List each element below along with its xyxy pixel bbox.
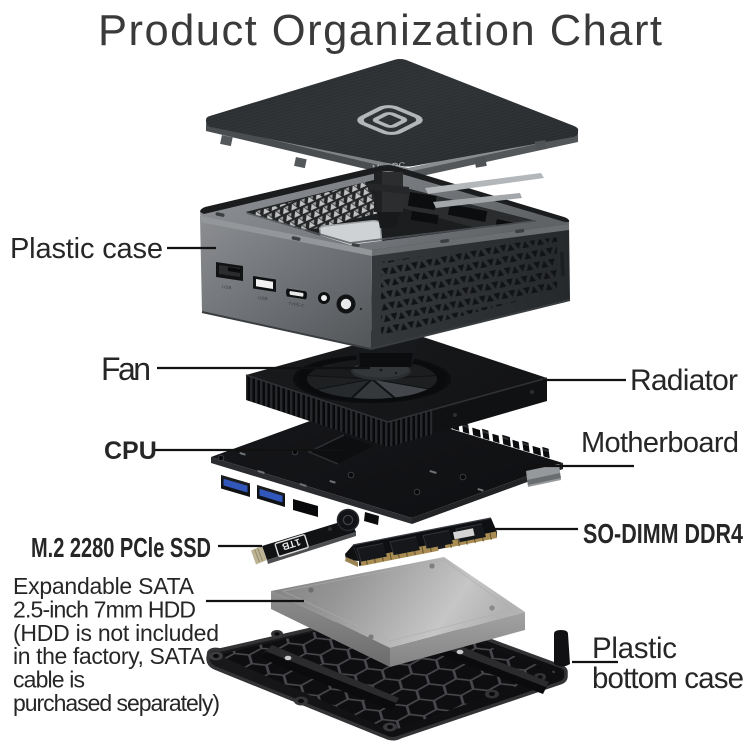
svg-text:SO-DIMM DDR4: SO-DIMM DDR4	[583, 518, 743, 549]
svg-text:2.5-inch 7mm HDD: 2.5-inch 7mm HDD	[13, 596, 196, 622]
svg-text:M.2 2280 PCle SSD: M.2 2280 PCle SSD	[31, 532, 211, 563]
svg-text:cable is: cable is	[13, 667, 85, 693]
svg-text:(HDD is not included: (HDD is not included	[13, 620, 219, 646]
svg-text:Plastic: Plastic	[592, 632, 677, 665]
svg-text:Motherboard: Motherboard	[581, 427, 739, 459]
svg-text:bottom case: bottom case	[592, 662, 744, 695]
svg-text:Expandable SATA: Expandable SATA	[13, 573, 195, 599]
svg-text:1TB: 1TB	[280, 536, 301, 552]
svg-text:Product Organization Chart: Product Organization Chart	[98, 7, 662, 55]
svg-text:Plastic case: Plastic case	[10, 233, 163, 265]
svg-text:Radiator: Radiator	[630, 364, 738, 397]
svg-text:purchased separately): purchased separately)	[13, 690, 220, 716]
svg-text:CPU: CPU	[104, 437, 157, 465]
svg-text:Fan: Fan	[101, 351, 151, 387]
svg-text:USB: USB	[258, 295, 268, 301]
svg-text:USB: USB	[222, 284, 232, 290]
svg-text:in the factory, SATA: in the factory, SATA	[13, 643, 206, 669]
svg-text:TYPE-C: TYPE-C	[288, 301, 306, 308]
